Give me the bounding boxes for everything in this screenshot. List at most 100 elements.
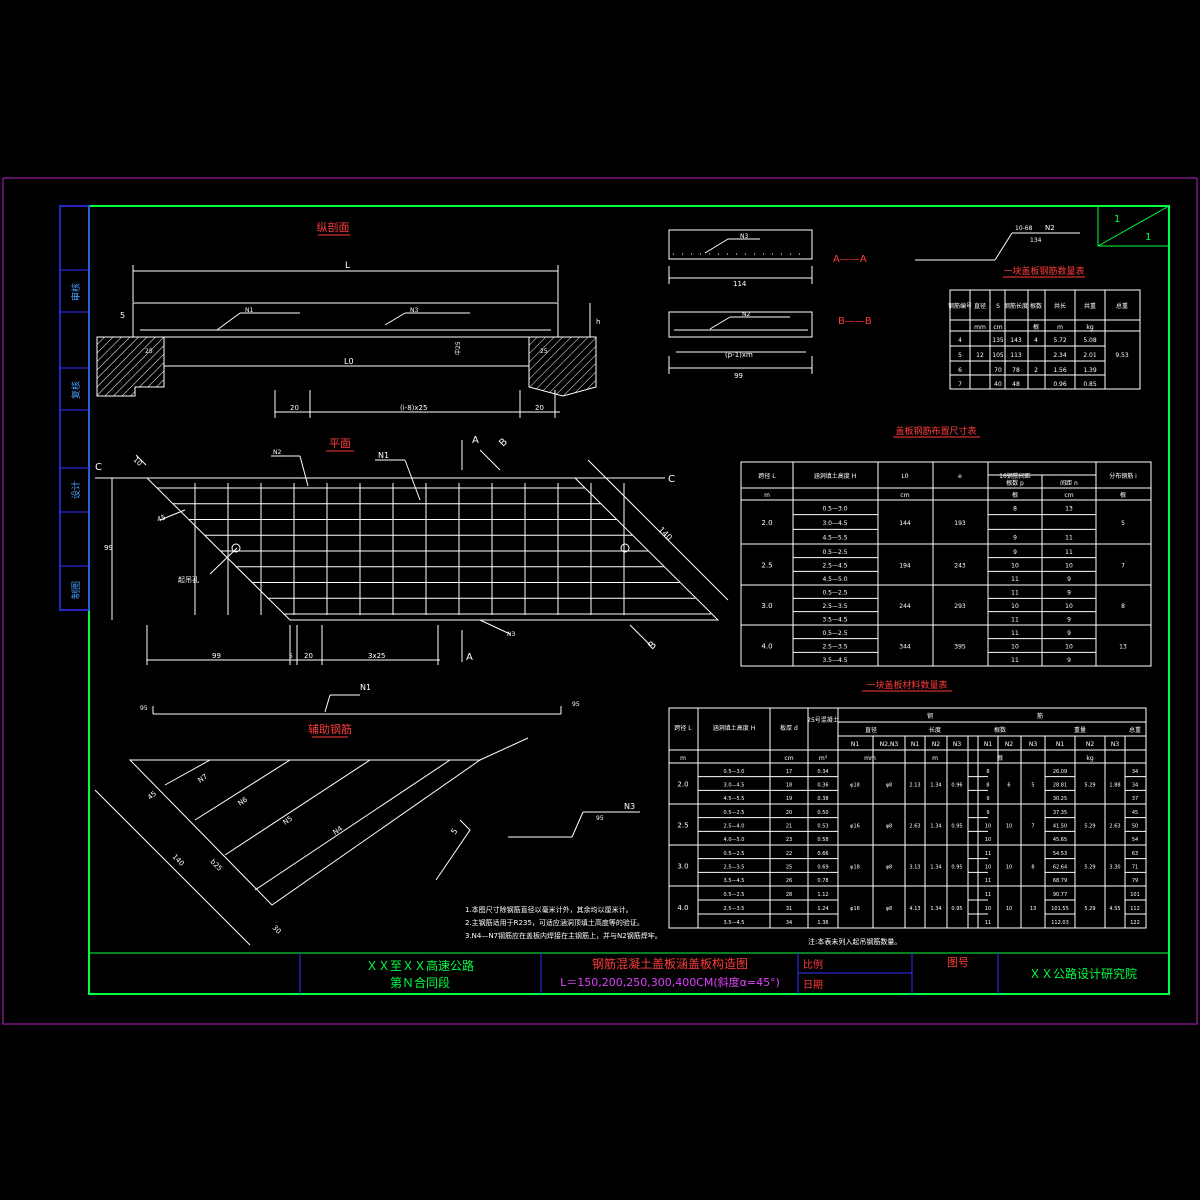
table3-thickness: 19 bbox=[786, 796, 792, 802]
table3-concrete: 0.36 bbox=[817, 783, 828, 789]
table1-cell: 48 bbox=[1012, 381, 1020, 388]
note-2: 2.主钢筋适用于R235，可适应涵洞顶填土高度等的验证。 bbox=[465, 918, 644, 927]
table3-n1: 10 bbox=[985, 906, 991, 912]
table3-unit: m³ bbox=[819, 755, 828, 762]
svg-text:95: 95 bbox=[572, 701, 580, 708]
table3-w1: 62.64 bbox=[1053, 865, 1067, 871]
table3-height: 0.5—2.5 bbox=[724, 892, 745, 898]
table3-height: 0.5—2.5 bbox=[724, 810, 745, 816]
table3-unit: cm bbox=[784, 755, 793, 762]
table3-d1: φ16 bbox=[850, 906, 860, 912]
table3-total: 45 bbox=[1132, 810, 1138, 816]
svg-text:99: 99 bbox=[212, 652, 221, 660]
table2-subheader: 间距 n bbox=[1060, 479, 1078, 487]
outer-frame bbox=[2, 177, 1198, 1025]
table3-height: 4.0—5.0 bbox=[724, 837, 745, 843]
table3-concrete: 1.36 bbox=[817, 920, 828, 926]
table2-spacing: 9 bbox=[1067, 616, 1071, 623]
table1-header: 共重 bbox=[1084, 302, 1096, 310]
table3-n1: 9 bbox=[986, 796, 989, 802]
svg-text:B: B bbox=[646, 639, 659, 652]
institute-name: ＸＸ公路设计研究院 bbox=[1029, 966, 1137, 981]
svg-text:N3: N3 bbox=[507, 631, 515, 638]
table2-spacing: 11 bbox=[1065, 535, 1073, 542]
table3-thickness: 31 bbox=[786, 906, 792, 912]
table3-concrete: 0.53 bbox=[817, 824, 828, 830]
table3-l2: 1.34 bbox=[930, 824, 941, 830]
svg-text:5: 5 bbox=[449, 827, 459, 836]
table1-cell: 40 bbox=[994, 381, 1002, 388]
table3-l3: 0.96 bbox=[951, 783, 962, 789]
table3-l1: 3.13 bbox=[909, 865, 920, 871]
table2-count: 9 bbox=[1013, 535, 1017, 542]
table3-sub: 直径 bbox=[865, 726, 877, 734]
table3-n1: 10 bbox=[985, 824, 991, 830]
table3-sub2: N2 bbox=[1005, 741, 1013, 748]
table2-height: 0.5—2.5 bbox=[822, 549, 847, 556]
table2-header: 跨径 L bbox=[758, 472, 776, 480]
table2-spacing: 10 bbox=[1065, 603, 1073, 610]
table3-w3: 2.63 bbox=[1109, 824, 1120, 830]
table3-total: 34 bbox=[1132, 783, 1138, 789]
table2-e: 193 bbox=[954, 520, 966, 527]
svg-text:N2: N2 bbox=[742, 311, 750, 318]
table3-header: 筋 bbox=[1037, 712, 1043, 720]
table3-sub2: N3 bbox=[953, 741, 961, 748]
svg-text:20: 20 bbox=[535, 404, 544, 412]
svg-text:134: 134 bbox=[1030, 237, 1042, 244]
svg-text:L: L bbox=[345, 261, 350, 271]
title-block: ＸＸ至ＸＸ高速公路 第Ｎ合同段 钢筋混凝土盖板涵盖板构造图 L＝150,200,… bbox=[89, 952, 1169, 994]
table3-n1: 8 bbox=[986, 783, 989, 789]
svg-text:A: A bbox=[472, 435, 479, 446]
table3-sub2: N1 bbox=[1056, 741, 1064, 748]
table2-unit: cm bbox=[900, 492, 909, 499]
table2-count: 11 bbox=[1011, 630, 1019, 637]
figure-number-label: 图号 bbox=[947, 956, 969, 969]
table3-w1: 101.55 bbox=[1051, 906, 1069, 912]
table3-thickness: 26 bbox=[786, 878, 792, 884]
table3-header: 涵洞填土高度 H bbox=[713, 724, 755, 732]
table3-n1: 11 bbox=[985, 851, 991, 857]
svg-text:B: B bbox=[497, 436, 510, 449]
table2-height: 4.5—5.5 bbox=[822, 535, 847, 542]
table3-n2: 10 bbox=[1006, 906, 1012, 912]
table1-header: 直径 bbox=[974, 302, 986, 310]
table2-height: 2.5—3.5 bbox=[822, 603, 847, 610]
table3-d1: φ18 bbox=[850, 783, 860, 789]
table2-header: L0 bbox=[901, 473, 908, 480]
table2-count: 10 bbox=[1011, 644, 1019, 651]
longitudinal-title: 纵剖面 bbox=[317, 220, 350, 234]
table2-i: 5 bbox=[1121, 520, 1125, 527]
table2-unit: 根 bbox=[1012, 491, 1018, 499]
table2-header: 16钢筋间距 bbox=[999, 472, 1031, 480]
svg-text:10: 10 bbox=[132, 456, 144, 468]
table2-header: 涵洞填土高度 H bbox=[814, 472, 856, 480]
table3-n3: 13 bbox=[1030, 906, 1036, 912]
table1-cell: 78 bbox=[1012, 367, 1020, 374]
table3-w2: 5.29 bbox=[1084, 906, 1095, 912]
table3-n1: 10 bbox=[985, 865, 991, 871]
svg-text:N1: N1 bbox=[378, 451, 389, 460]
table3-d2: φ8 bbox=[886, 783, 892, 789]
table2-spacing: 10 bbox=[1065, 644, 1073, 651]
table2-count: 10 bbox=[1011, 603, 1019, 610]
table3-d2: φ8 bbox=[886, 824, 892, 830]
svg-text:N3: N3 bbox=[410, 307, 418, 314]
table2-e: 243 bbox=[954, 563, 966, 570]
table3-sub2: N2 bbox=[1086, 741, 1094, 748]
table3-total: 101 bbox=[1130, 892, 1140, 898]
table3-total: 63 bbox=[1132, 851, 1138, 857]
table2-count: 8 bbox=[1013, 505, 1017, 512]
table1-cell: 9.53 bbox=[1115, 352, 1129, 359]
notes: 1.本图尺寸除钢筋直径以毫米计外，其余均以厘米计。 2.主钢筋适用于R235，可… bbox=[465, 905, 662, 940]
table2-span: 4.0 bbox=[761, 643, 772, 651]
table3-span: 2.0 bbox=[677, 781, 688, 789]
svg-text:10-68: 10-68 bbox=[1015, 225, 1033, 232]
table1-cell: 2.01 bbox=[1083, 352, 1097, 359]
table3-thickness: 25 bbox=[786, 865, 792, 871]
table3-w2: 5.29 bbox=[1084, 865, 1095, 871]
plan-title: 平面 bbox=[329, 437, 351, 450]
table3-n2: 10 bbox=[1006, 824, 1012, 830]
